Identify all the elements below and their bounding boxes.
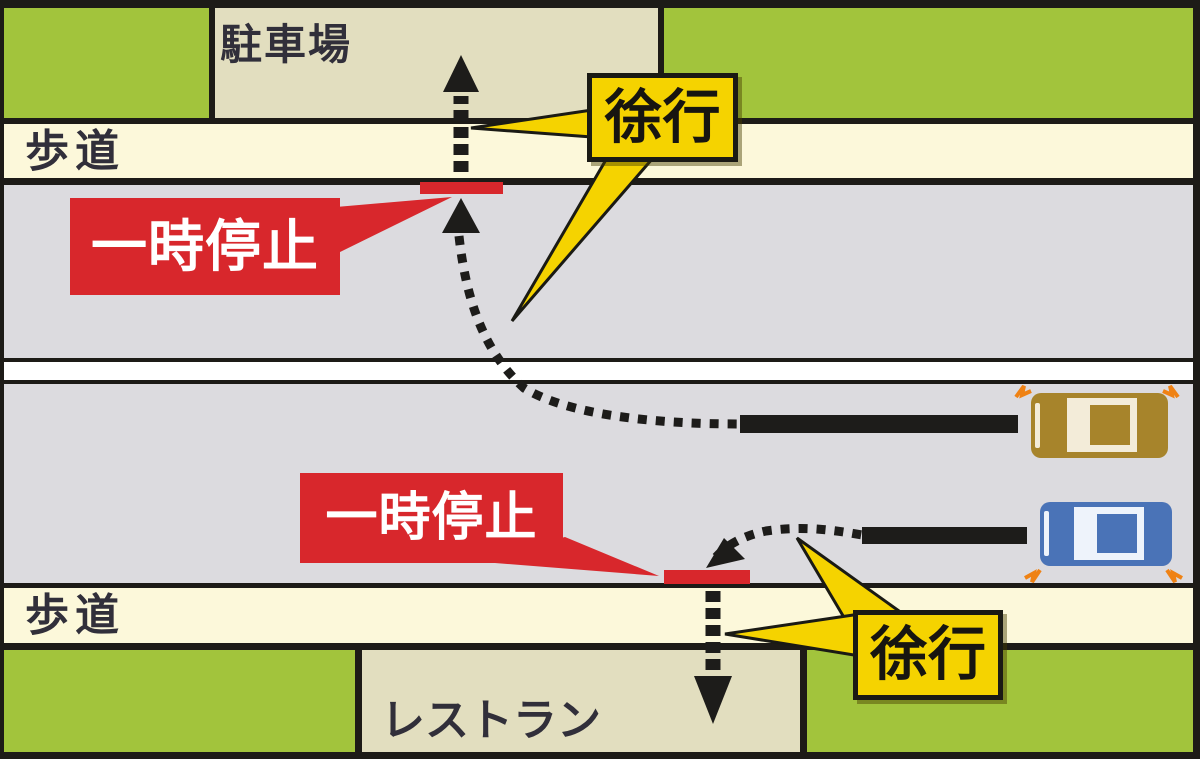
sidewalk-top-label: 歩道	[25, 127, 125, 176]
grass-top-right	[664, 8, 1193, 118]
parking-lot-area	[215, 8, 658, 118]
sidewalk-bottom-band	[4, 588, 1193, 643]
restaurant-label: レストラン	[381, 696, 601, 745]
grass-top-left	[4, 8, 209, 118]
stop-callout-bottom-label: 一時停止	[325, 489, 538, 547]
slow-callout-top: 徐行	[587, 73, 738, 162]
road-center-line	[4, 362, 1193, 380]
blue-car-windshield	[1074, 507, 1092, 560]
blue-car-front-light	[1044, 511, 1049, 556]
sidewalk-bottom-label: 歩道	[25, 591, 125, 640]
grass-bottom-left	[4, 650, 355, 752]
blue-car	[1040, 502, 1172, 566]
stop-callout-top-label: 一時停止	[91, 214, 319, 278]
gold-car-windshield	[1067, 398, 1085, 452]
stop-callout-bottom: 一時停止	[300, 473, 563, 563]
stop-callout-top: 一時停止	[70, 198, 340, 295]
gold-car	[1031, 393, 1168, 458]
slow-callout-bottom: 徐行	[853, 610, 1003, 700]
slow-callout-top-label: 徐行	[604, 84, 721, 150]
gold-car-cabin	[1083, 398, 1137, 452]
gold-car-front-light	[1035, 403, 1040, 448]
blue-car-cabin	[1090, 507, 1144, 560]
parking-label: 駐車場	[220, 21, 353, 68]
road-lower-lane	[4, 384, 1193, 583]
slow-callout-bottom-label: 徐行	[869, 622, 986, 687]
